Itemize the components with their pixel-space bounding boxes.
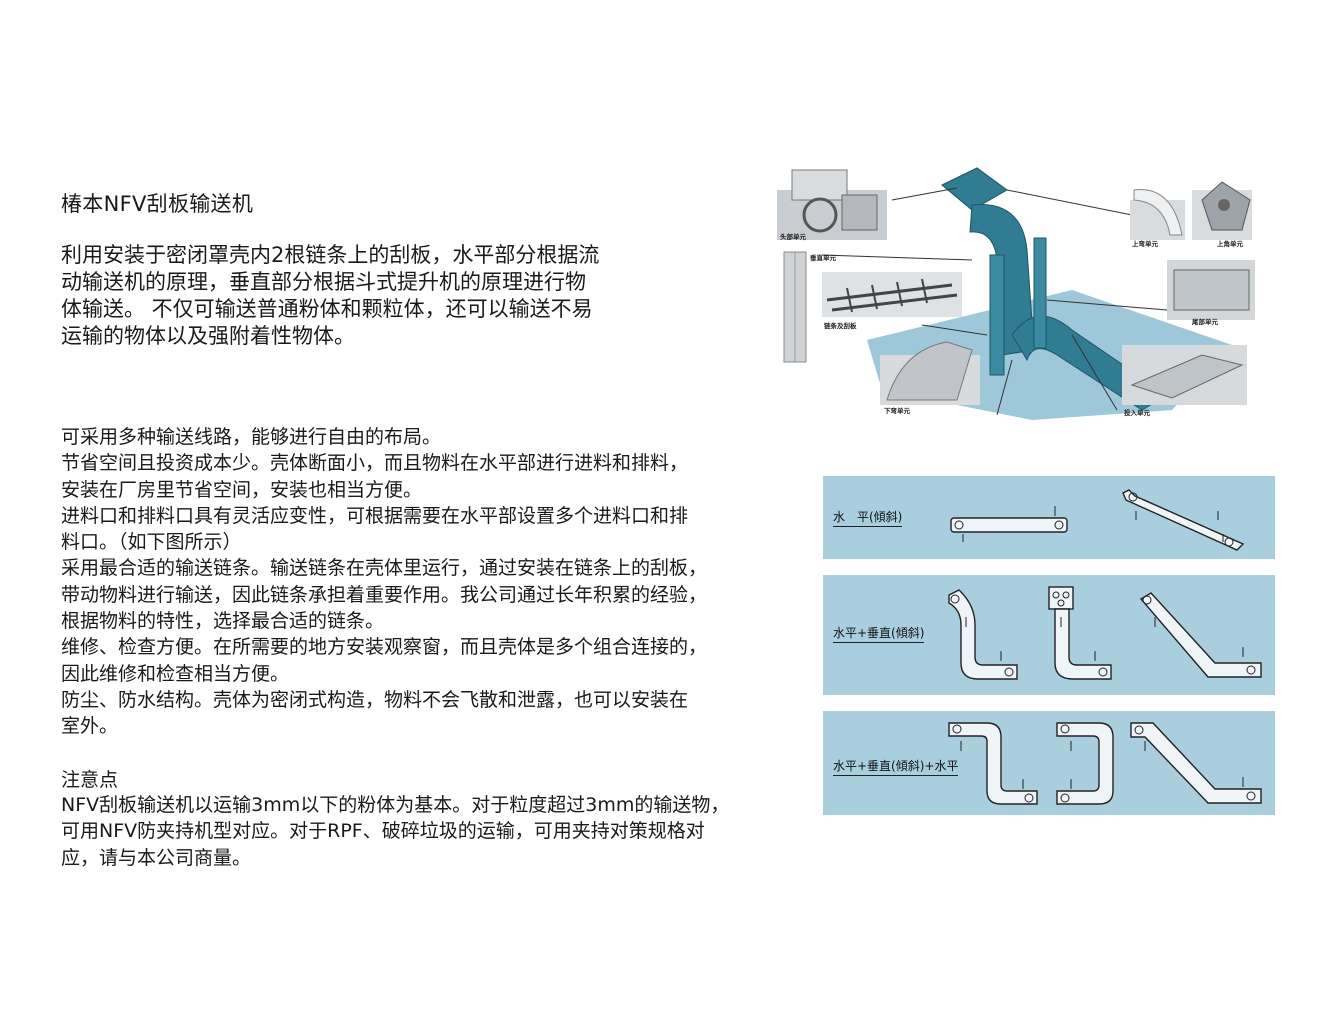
feature-line: 带动物料进行输送，因此链条承担着重要作用。我公司通过长年积累的经验，: [61, 583, 708, 606]
feature-line: 室外。: [61, 715, 119, 738]
feature-line: 采用最合适的输送链条。输送链条在壳体里运行，通过安装在链条上的刮板，: [61, 557, 708, 580]
intro-line: 运输的物体以及强附着性物体。: [61, 324, 355, 348]
chain-flight-image: [822, 272, 962, 317]
document-title: 椿本NFV刮板输送机: [61, 192, 254, 216]
flow-arrows: [962, 506, 1224, 542]
route-label-horizontal-vertical: 水平+垂直(傾斜): [833, 624, 925, 643]
flow-arrows: [960, 741, 1244, 789]
part-label-chain: 链条及刮板: [823, 321, 857, 330]
feature-line: 防尘、防水结构。壳体为密闭式构造，物料不会飞散和泄露，也可以安装在: [61, 688, 689, 711]
part-label-upper-corner: 上角单元: [1217, 239, 1244, 248]
feature-line: 根据物料的特性，选择最合适的链条。: [61, 610, 385, 633]
route-label-horizontal-vertical-horizontal: 水平+垂直(傾斜)+水平: [833, 757, 959, 776]
feature-list: 可采用多种输送线路，能够进行自由的布局。 节省空间且投资成本少。壳体断面小，而且…: [61, 424, 801, 740]
route-panel-horizontal-vertical-horizontal: 水平+垂直(傾斜)+水平: [823, 711, 1275, 815]
lower-bend-unit-image: [880, 341, 980, 405]
route-diagram-horizontal-vertical-horizontal: [948, 722, 1262, 805]
feature-line: 进料口和排料口具有灵活应变性，可根据需要在水平部设置多个进料口和排: [61, 504, 689, 527]
part-label-vertical: 垂直单元: [810, 253, 837, 262]
route-panel-horizontal: 水 平(傾斜): [823, 476, 1275, 559]
route-diagram-horizontal: [950, 489, 1245, 551]
part-label-upper-bend: 上弯单元: [1132, 239, 1159, 248]
tail-unit-image: [1167, 260, 1255, 320]
upper-corner-unit-image: [1192, 181, 1252, 240]
intro-line: 体输送。 不仅可输送普通粉体和颗粒体，还可以输送不易: [61, 297, 593, 321]
vertical-unit-image: [783, 251, 807, 363]
conveyor-assembly-figure: 头部单元 垂直单元 链条及刮板 下弯单元 上弯单元 上角单元 尾部单元 投入单元: [777, 167, 1255, 420]
notes-paragraph: NFV刮板输送机以运输3mm以下的粉体为基本。对于粒度超过3mm的输送物， 可用…: [61, 792, 801, 871]
head-unit-image: [777, 169, 887, 240]
note-line: 应，请与本公司商量。: [61, 846, 252, 869]
route-panel-horizontal-vertical: 水平+垂直(傾斜): [823, 575, 1275, 695]
route-label-horizontal: 水 平(傾斜): [833, 508, 903, 527]
feature-line: 料口。（如下图所示）: [61, 531, 242, 554]
intro-line: 利用安装于密闭罩壳内2根链条上的刮板，水平部分根据流: [61, 243, 600, 267]
route-diagram-horizontal-vertical: [948, 586, 1262, 680]
feature-line: 可采用多种输送线路，能够进行自由的布局。: [61, 426, 442, 448]
intro-line: 动输送机的原理，垂直部分根据斗式提升机的原理进行物: [61, 270, 586, 294]
feature-line: 维修、检查方便。在所需要的地方安装观察窗，而且壳体是多个组合连接的，: [61, 636, 708, 659]
leader-lines: [821, 187, 1168, 416]
flow-arrows: [965, 617, 1244, 661]
feature-line: 节省空间且投资成本少。壳体断面小，而且物料在水平部进行进料和排料，: [61, 452, 689, 475]
feature-line: 安装在厂房里节省空间，安装也相当方便。: [61, 478, 423, 501]
intro-paragraph: 利用安装于密闭罩壳内2根链条上的刮板，水平部分根据流 动输送机的原理，垂直部分根…: [61, 242, 711, 350]
note-line: NFV刮板输送机以运输3mm以下的粉体为基本。对于粒度超过3mm的输送物，: [61, 794, 730, 816]
feature-line: 因此维修和检查相当方便。: [61, 662, 290, 685]
upper-bend-unit-image: [1130, 189, 1185, 240]
part-label-tail: 尾部单元: [1191, 317, 1219, 326]
notes-heading: 注意点: [61, 769, 119, 791]
part-label-inlet: 投入单元: [1124, 408, 1151, 417]
part-label-lower-bend: 下弯单元: [884, 406, 911, 415]
note-line: 可用NFV防夹持机型对应。对于RPF、破碎垃圾的运输，可用夹持对策规格对: [61, 820, 705, 843]
part-label-head: 头部单元: [780, 232, 807, 241]
inlet-unit-image: [1122, 345, 1247, 405]
